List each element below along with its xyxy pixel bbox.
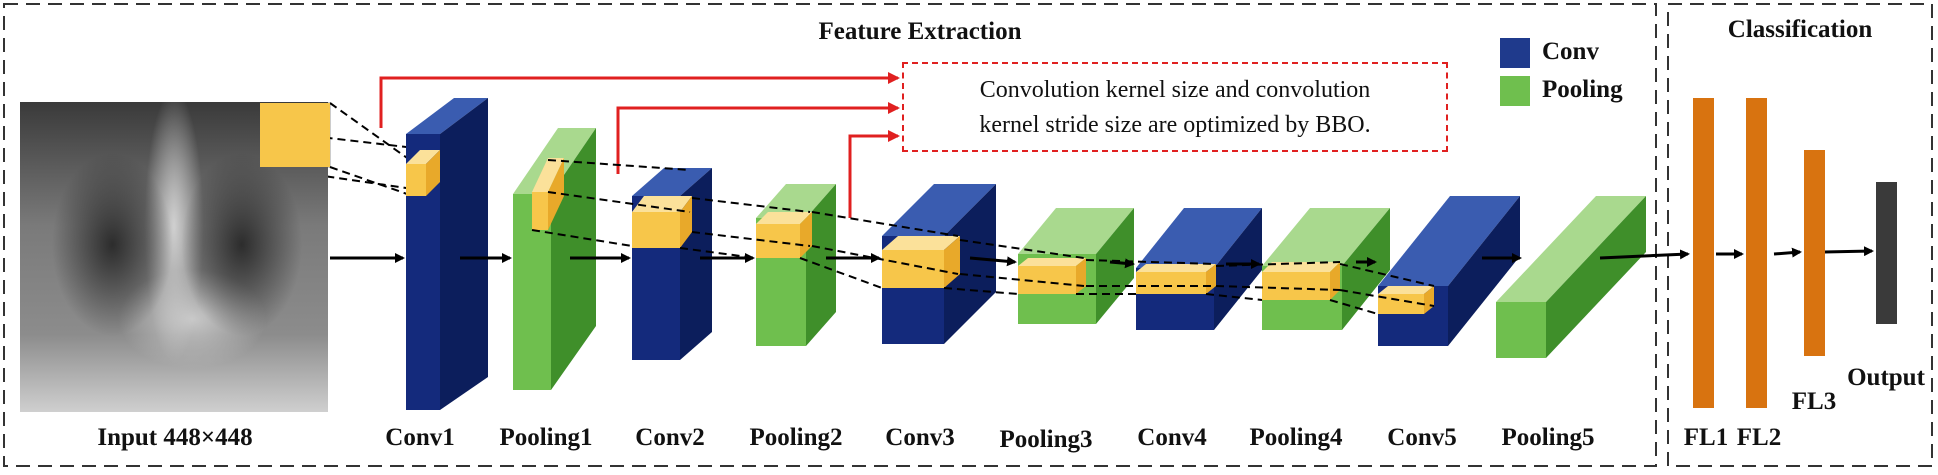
- legend-conv-label: Conv: [1542, 38, 1599, 65]
- conv2-kernel: [632, 196, 692, 248]
- classification-frame: [1667, 3, 1933, 467]
- bbo-note-line1: Convolution kernel size and convolution: [979, 77, 1371, 103]
- red-arrow-conv3: [848, 130, 900, 218]
- pooling2-kernel: [756, 212, 812, 258]
- conv1-kernel: [406, 150, 440, 196]
- conv4-kernel: [1136, 264, 1216, 294]
- pooling3-kernel: [1018, 258, 1086, 294]
- layer-label-pooling2: Pooling2: [749, 424, 843, 451]
- fc-label-fl1: FL1: [1683, 424, 1729, 451]
- input-label: Input 448×448: [97, 424, 253, 451]
- classification-title: Classification: [1727, 16, 1873, 43]
- pooling5-block: [1496, 196, 1646, 358]
- bbo-note-line2: kernel stride size are optimized by BBO.: [979, 112, 1371, 138]
- layer-label-pooling4: Pooling4: [1249, 424, 1343, 451]
- bbo-note-box: Convolution kernel size and convolution …: [902, 62, 1448, 152]
- fl1-bar: [1693, 98, 1714, 408]
- conv5-kernel: [1378, 286, 1434, 314]
- layer-label-pooling3: Pooling3: [999, 426, 1093, 453]
- legend-pooling-label: Pooling: [1542, 76, 1623, 103]
- legend-conv-swatch: [1500, 38, 1530, 68]
- fc-label-fl3: FL3: [1791, 388, 1837, 415]
- layer-label-conv1: Conv1: [385, 424, 455, 451]
- layer-label-conv2: Conv2: [635, 424, 705, 451]
- pooling2-block: [756, 184, 836, 346]
- pooling1-kernel: [532, 158, 564, 230]
- legend-pooling-swatch: [1500, 76, 1530, 106]
- input-kernel-overlay: [260, 103, 330, 167]
- layer-label-pooling5: Pooling5: [1501, 424, 1595, 451]
- red-arrow-conv1: [379, 72, 900, 128]
- pooling4-kernel: [1262, 262, 1340, 300]
- flow-arrows: [330, 246, 1874, 269]
- layer-label-conv4: Conv4: [1137, 424, 1207, 451]
- feature-extraction-title: Feature Extraction: [818, 18, 1022, 45]
- layer-label-pooling1: Pooling1: [499, 424, 593, 451]
- output-bar: [1876, 182, 1897, 324]
- conv3-kernel: [882, 236, 960, 288]
- fl3-bar: [1804, 150, 1825, 356]
- layer-label-conv5: Conv5: [1387, 424, 1457, 451]
- feature-extraction-frame: [3, 3, 1657, 467]
- output-label: Output: [1847, 364, 1925, 391]
- fl2-bar: [1746, 98, 1767, 408]
- red-arrow-conv2: [616, 102, 900, 174]
- conv1-block: [406, 98, 488, 410]
- layer-label-conv3: Conv3: [885, 424, 955, 451]
- fc-label-fl2: FL2: [1736, 424, 1782, 451]
- conv5-block: [1378, 196, 1520, 346]
